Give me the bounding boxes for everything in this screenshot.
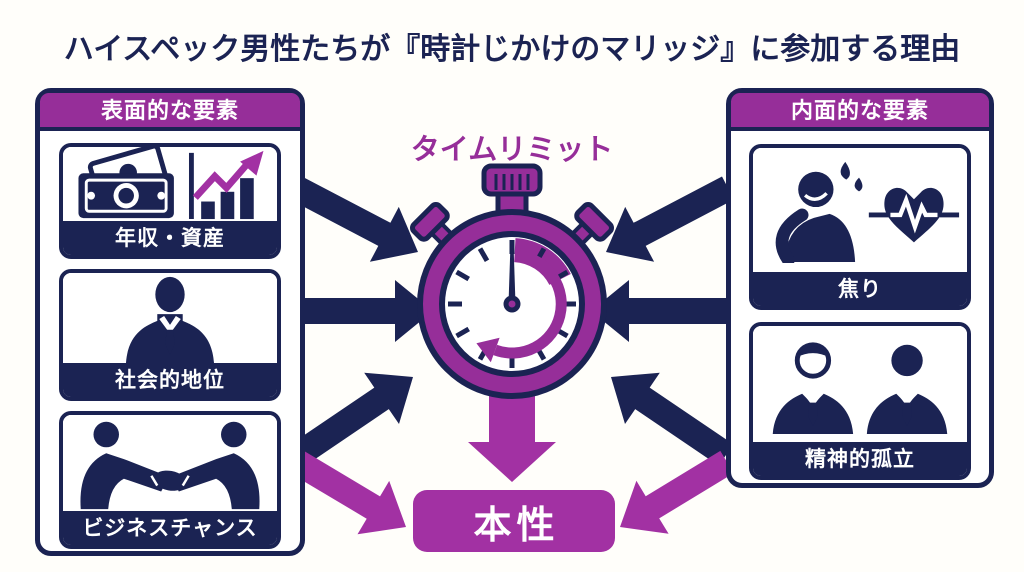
factor-arrow (591, 280, 728, 342)
page-title: ハイスペック男性たちが『時計じかけのマリッジ』に参加する理由 (63, 32, 961, 67)
true-nature-box: 本性 (413, 490, 615, 552)
businessman-icon (63, 273, 277, 363)
worried-person-heartbeat-icon (753, 148, 967, 272)
card-label-income-assets: 年収・資産 (63, 221, 277, 255)
surface-factors-header: 表面的な要素 (40, 93, 300, 131)
stopwatch-icon (400, 156, 624, 404)
card-income-assets: 年収・資産 (59, 143, 281, 259)
factor-arrow (290, 176, 418, 262)
card-label-social-status: 社会的地位 (63, 363, 277, 397)
two-businessmen-icon (753, 326, 967, 442)
card-social-status: 社会的地位 (59, 269, 281, 401)
factor-arrow (611, 372, 734, 466)
true-nature-label: 本性 (473, 502, 560, 547)
card-mental-isolation: 精神的孤立 (749, 322, 971, 480)
true-nature-arrow (468, 384, 556, 482)
card-label-business-chance: ビジネスチャンス (63, 511, 277, 545)
card-business-chance: ビジネスチャンス (59, 411, 281, 549)
inner-factors-panel: 内面的な要素 焦り (726, 88, 994, 488)
handshake-icon (63, 415, 277, 511)
card-label-mental-isolation: 精神的孤立 (753, 442, 967, 476)
true-nature-arrow (620, 450, 734, 534)
card-label-impatience: 焦り (753, 272, 967, 306)
factor-arrow (290, 372, 413, 466)
factor-arrow (606, 176, 734, 262)
factor-arrow (296, 280, 433, 342)
inner-factors-header: 内面的な要素 (731, 93, 989, 131)
true-nature-arrow (290, 450, 406, 535)
card-impatience: 焦り (749, 144, 971, 310)
surface-factors-panel: 表面的な要素 (35, 88, 305, 556)
time-limit-label: タイムリミット (410, 132, 614, 166)
money-and-chart-icon (63, 147, 277, 221)
